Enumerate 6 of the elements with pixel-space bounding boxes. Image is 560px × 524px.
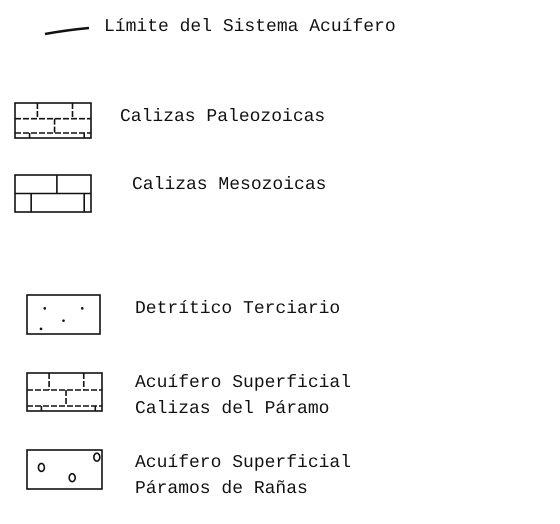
- legend-label: Calizas Mesozoicas: [132, 174, 328, 197]
- legend-label: Acuífero Superficial Calizas del Páramo: [135, 372, 352, 421]
- legend-label: Detrítico Terciario: [135, 298, 342, 321]
- legend-label: Calizas Paleozoicas: [120, 106, 326, 129]
- legend-label: Acuífero Superficial Páramos de Rañas: [135, 452, 352, 501]
- legend-label: Límite del Sistema Acuífero: [104, 16, 397, 39]
